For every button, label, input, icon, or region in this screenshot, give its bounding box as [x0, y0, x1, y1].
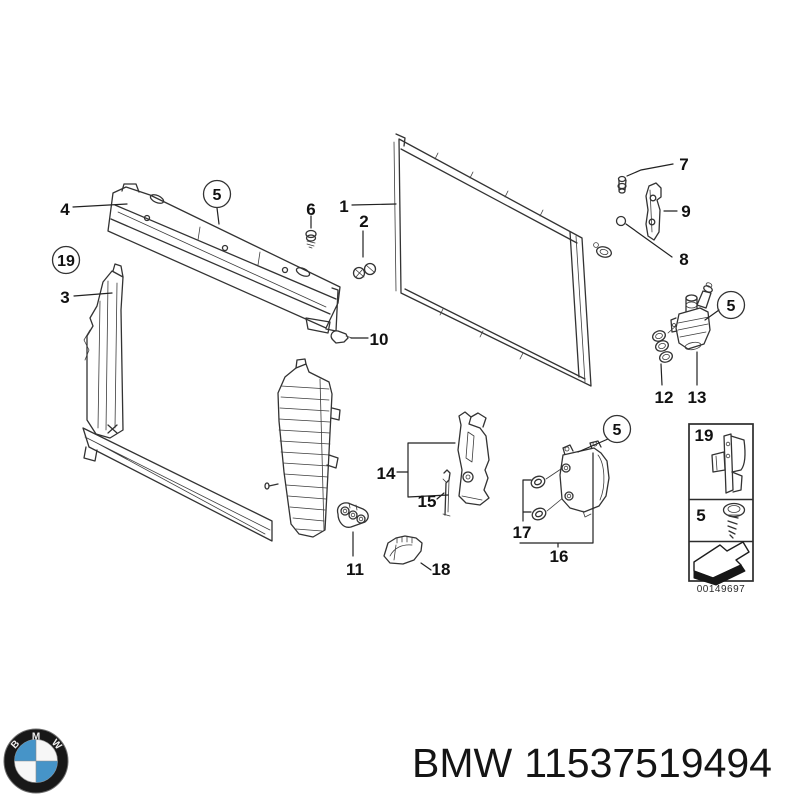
callout-label-12: 12	[655, 388, 674, 407]
callout-label-11: 11	[346, 560, 364, 579]
callout-5-top: 5	[202, 179, 232, 225]
callout-label-5-bottom: 5	[613, 422, 622, 439]
callout-15: 15	[418, 492, 445, 511]
callout-12: 12	[655, 363, 674, 407]
callout-label-1: 1	[339, 197, 348, 216]
o-rings-part-17	[530, 468, 565, 521]
oil-cooler-part-16	[559, 440, 610, 518]
callout-10: 10	[350, 330, 389, 349]
bracket-part-9	[645, 182, 662, 241]
callout-16: 16	[519, 452, 594, 566]
logo-quadrant-blue-tl	[14, 739, 36, 761]
bmw-logo: B M W	[3, 728, 69, 794]
legend-row2-label: 5	[696, 506, 705, 525]
callout-18: 18	[420, 560, 451, 579]
callout-label-8: 8	[679, 250, 688, 269]
callout-17: 17	[513, 479, 532, 542]
callout-label-18: 18	[432, 560, 451, 579]
callout-13: 13	[688, 351, 707, 407]
legend-screw-drawing	[722, 502, 746, 539]
callout-label-17: 17	[513, 523, 532, 542]
legend-clip-drawing	[711, 433, 746, 494]
clip-part-7	[617, 175, 627, 194]
callout-label-19: 19	[57, 253, 75, 270]
callout-label-5-top: 5	[213, 187, 222, 204]
callout-label-3: 3	[60, 288, 69, 307]
callout-3: 3	[60, 288, 113, 307]
valve-part-13	[670, 282, 713, 351]
callout-7: 7	[626, 155, 689, 177]
lower-crossmember	[82, 424, 273, 542]
callout-11: 11	[346, 531, 364, 579]
callout-label-2: 2	[359, 212, 368, 231]
gasket-part-12	[652, 323, 679, 363]
legend-box: 19 5 00149697	[688, 423, 754, 595]
callout-label-14: 14	[377, 464, 396, 483]
plate-part-11	[336, 502, 369, 528]
callout-8: 8	[625, 223, 689, 269]
upper-crossmember-part-4	[107, 183, 341, 334]
bracket-part-14	[457, 411, 490, 506]
direction-arrow-icon	[693, 541, 750, 586]
callout-label-4: 4	[60, 200, 70, 219]
callout-label-16: 16	[550, 547, 569, 566]
clip-part-10	[330, 330, 353, 344]
callout-1: 1	[339, 197, 397, 216]
callout-5-right: 5	[704, 290, 746, 321]
grommet-part-8	[615, 215, 627, 227]
logo-letter-m: M	[32, 732, 40, 743]
callout-19: 19	[51, 245, 81, 275]
callout-2: 2	[359, 212, 369, 258]
fan-column	[264, 358, 341, 538]
side-panel-part-3	[83, 263, 124, 439]
pin-part-15	[442, 469, 451, 517]
callout-label-7: 7	[679, 155, 688, 174]
brand-text: BMW	[412, 740, 513, 786]
callout-label-13: 13	[688, 388, 707, 407]
callout-5-bottom: 5	[577, 414, 632, 453]
air-scoop-part-18	[383, 535, 423, 565]
screw-part-6	[305, 229, 317, 249]
callout-label-9: 9	[681, 202, 690, 221]
part-number-text: 11537519494	[524, 740, 772, 786]
legend-code: 00149697	[697, 584, 746, 595]
radiator-part-1	[393, 133, 613, 387]
callout-label-10: 10	[370, 330, 389, 349]
callout-4: 4	[60, 200, 128, 219]
legend-row1-label: 19	[695, 426, 714, 445]
callout-9: 9	[663, 202, 691, 221]
logo-quadrant-blue-br	[36, 761, 58, 783]
drain-plug-part-2	[352, 262, 377, 280]
callout-6: 6	[306, 200, 316, 229]
callout-label-6: 6	[306, 200, 315, 219]
callout-14: 14	[377, 442, 456, 498]
callout-label-15: 15	[418, 492, 437, 511]
callout-label-5-right: 5	[727, 298, 736, 315]
